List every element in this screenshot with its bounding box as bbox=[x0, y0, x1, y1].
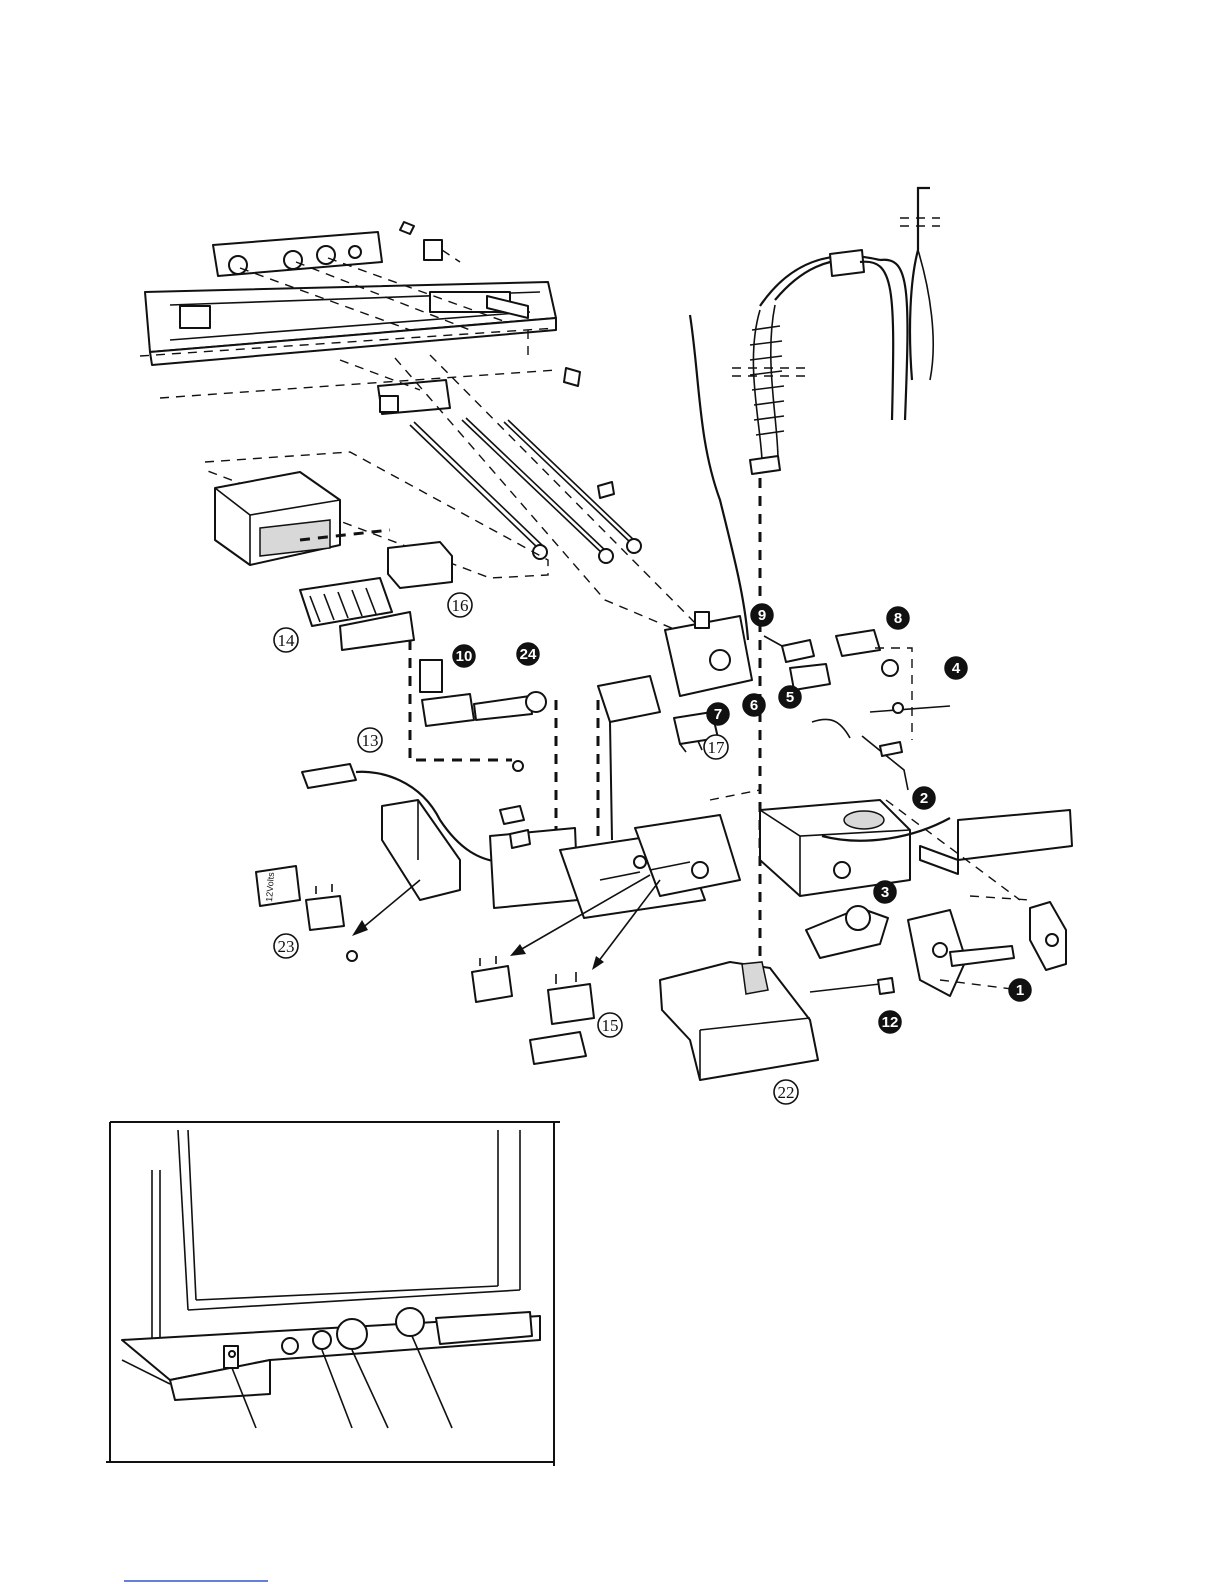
callout-label: 23 bbox=[278, 937, 295, 956]
thermostat-capillary bbox=[690, 315, 748, 640]
gas-valve bbox=[420, 660, 546, 726]
callout-3: 3 bbox=[874, 881, 896, 903]
callout-24: 24 bbox=[517, 643, 539, 665]
end-bracket bbox=[1030, 902, 1066, 970]
callout-label: 2 bbox=[920, 790, 928, 807]
knob-bracket-plate bbox=[213, 232, 382, 276]
callout-label: 5 bbox=[786, 689, 794, 706]
transformer-label: 12Volts bbox=[264, 871, 276, 902]
callout-label: 9 bbox=[758, 607, 766, 624]
callout-label: 7 bbox=[714, 706, 722, 723]
shield-box bbox=[660, 962, 818, 1080]
mounting-bracket-left bbox=[382, 800, 460, 900]
thermostat-block bbox=[665, 612, 752, 696]
callout-10: 10 bbox=[453, 645, 475, 667]
operating-rods bbox=[410, 418, 641, 563]
switch-block-b bbox=[548, 972, 594, 1024]
callout-label: 17 bbox=[708, 738, 726, 757]
callout-16: 16 bbox=[448, 593, 472, 617]
transformer-unit: 12Volts bbox=[256, 866, 300, 906]
callout-17: 17 bbox=[704, 735, 728, 759]
callout-12: 12 bbox=[879, 1011, 901, 1033]
callout-6: 6 bbox=[743, 694, 765, 716]
cover-block bbox=[388, 542, 452, 588]
callout-label: 24 bbox=[520, 646, 537, 663]
pilot-tube bbox=[900, 188, 940, 380]
burner-housing-box bbox=[215, 472, 340, 565]
selector-cam bbox=[806, 906, 888, 958]
callout-14: 14 bbox=[274, 628, 298, 652]
callout-9: 9 bbox=[751, 604, 773, 626]
burner-manifold bbox=[300, 578, 414, 650]
callout-label: 8 bbox=[894, 610, 902, 627]
callout-5: 5 bbox=[779, 686, 801, 708]
inset-panel bbox=[106, 1122, 560, 1466]
callout-8: 8 bbox=[887, 607, 909, 629]
callout-23: 23 bbox=[274, 934, 298, 958]
switch-block-23 bbox=[306, 884, 357, 961]
callout-4: 4 bbox=[945, 657, 967, 679]
callout-label: 10 bbox=[456, 648, 473, 665]
coil-pipe bbox=[732, 250, 907, 474]
callout-label: 13 bbox=[362, 731, 379, 750]
thermocouple-assembly bbox=[812, 703, 950, 790]
callout-2: 2 bbox=[913, 787, 935, 809]
switch-block-a bbox=[472, 956, 512, 1002]
callout-label: 15 bbox=[602, 1016, 619, 1035]
callout-label: 4 bbox=[952, 660, 961, 677]
pilot-fittings bbox=[764, 630, 898, 690]
callout-label: 12 bbox=[882, 1014, 899, 1031]
callout-label: 6 bbox=[750, 697, 758, 714]
control-panel-rail bbox=[145, 282, 556, 365]
callout-label: 14 bbox=[278, 631, 296, 650]
callout-22: 22 bbox=[774, 1080, 798, 1104]
callout-13: 13 bbox=[358, 728, 382, 752]
callout-label: 22 bbox=[778, 1083, 795, 1102]
callout-15: 15 bbox=[598, 1013, 622, 1037]
callout-label: 3 bbox=[881, 884, 889, 901]
callout-7: 7 bbox=[707, 703, 729, 725]
callout-1: 1 bbox=[1009, 979, 1031, 1001]
callout-label: 1 bbox=[1016, 982, 1024, 999]
valve-bracket bbox=[598, 676, 660, 840]
callout-label: 16 bbox=[452, 596, 469, 615]
switch-plate bbox=[530, 1032, 586, 1064]
